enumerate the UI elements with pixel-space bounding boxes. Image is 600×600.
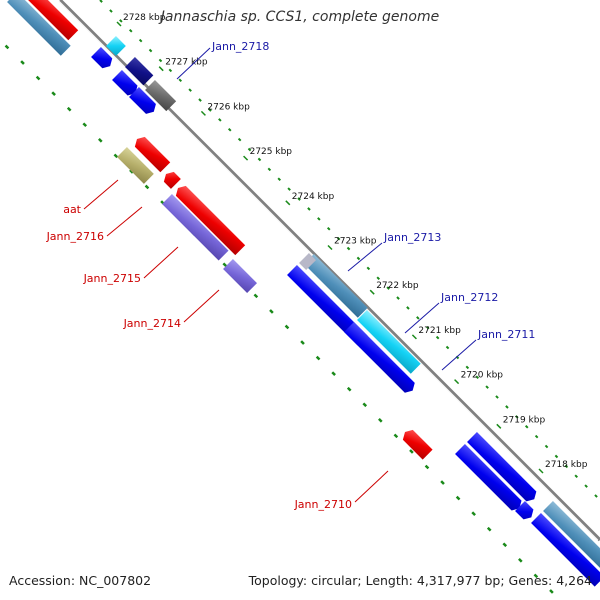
tick-guide-outer: [99, 0, 600, 501]
tick-guide-inner: [0, 38, 561, 600]
gene-feature: [531, 513, 600, 587]
gene-feature: [402, 429, 433, 460]
tick-label: 2721 kbp: [418, 326, 461, 336]
genome-summary-text: Topology: circular; Length: 4,317,977 bp…: [248, 573, 592, 588]
gene-feature: [145, 80, 177, 112]
gene-feature: [287, 265, 368, 346]
tick-mark: [411, 334, 417, 340]
gene-label-leader: [83, 179, 119, 210]
gene-label-leader: [354, 470, 389, 503]
tick-label: 2725 kbp: [250, 147, 293, 157]
gene-feature: [344, 322, 415, 393]
gene-label: aat: [63, 203, 81, 216]
gene-feature: [134, 136, 171, 173]
gene-feature: [515, 501, 534, 520]
gene-label-leader: [347, 242, 383, 272]
tick-label: 2728 kbp: [123, 13, 166, 23]
gene-label: Jann_2715: [83, 272, 141, 285]
gene-label: Jann_2714: [123, 317, 181, 330]
gene-feature: [112, 70, 138, 96]
gene-feature: [223, 259, 257, 293]
gene-label: Jann_2716: [46, 230, 104, 243]
gene-label: Jann_2711: [477, 328, 535, 341]
gene-label: Jann_2710: [294, 498, 352, 511]
gene-label: Jann_2718: [211, 40, 269, 53]
gene-feature: [299, 253, 317, 271]
gene-feature: [543, 501, 600, 575]
reverse-strand-features: [7, 0, 433, 460]
gene-feature: [117, 147, 154, 184]
tick-label: 2726 kbp: [207, 102, 250, 112]
tick-label: 2722 kbp: [376, 281, 419, 291]
tick-mark: [116, 21, 122, 27]
gene-label: Jann_2712: [440, 291, 498, 304]
tick-label: 2720 kbp: [461, 371, 504, 381]
tick-label: 2724 kbp: [292, 192, 335, 202]
tick-mark: [454, 379, 460, 385]
tick-mark: [369, 289, 375, 295]
gene-label-leader: [404, 302, 440, 334]
gene-feature: [23, 0, 79, 41]
gene-label-leader: [441, 339, 477, 371]
gene-feature: [162, 194, 229, 261]
tick-mark: [538, 468, 544, 474]
gene-feature: [106, 36, 126, 56]
accession-text: Accession: NC_007802: [9, 573, 152, 588]
tick-mark: [327, 244, 333, 251]
tick-mark: [243, 155, 249, 161]
gene-label: Jann_2713: [383, 231, 441, 244]
tick-label: 2719 kbp: [503, 415, 546, 425]
gene-feature: [357, 310, 421, 374]
gene-feature: [175, 185, 246, 256]
gene-feature: [455, 444, 522, 511]
gene-feature: [467, 432, 537, 502]
gene-label-leader: [143, 246, 179, 279]
tick-mark: [496, 423, 502, 429]
gene-feature: [125, 57, 154, 86]
tick-label: 2727 kbp: [165, 58, 208, 68]
gene-label-leader: [106, 206, 143, 237]
genome-title: Jannaschia sp. CCS1, complete genome: [160, 9, 440, 25]
tick-mark: [200, 110, 206, 116]
tick-mark: [158, 66, 164, 72]
gene-label-leader: [176, 47, 211, 80]
gene-feature: [163, 171, 181, 189]
forward-strand-features: [91, 36, 600, 587]
gene-label-leader: [183, 289, 220, 323]
gene-feature: [129, 87, 156, 114]
gene-feature: [7, 0, 71, 56]
tick-label: 2723 kbp: [334, 237, 377, 247]
gene-feature: [304, 254, 368, 318]
tick-marks: 2728 kbp 2727 kbp 2726 kbp 2725 kbp 2724 kbp…: [116, 13, 588, 474]
tick-mark: [285, 200, 291, 206]
gene-feature: [91, 47, 113, 69]
tick-label: 2718 kbp: [545, 460, 588, 470]
